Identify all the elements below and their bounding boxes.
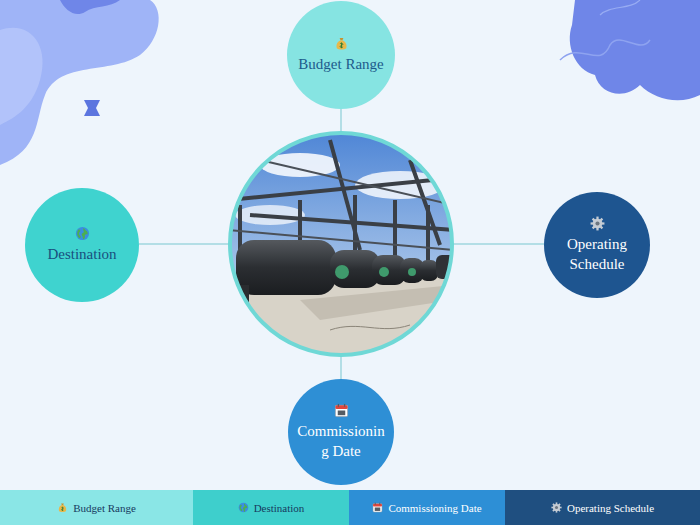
topic-label: Operating Schedule: [557, 234, 637, 274]
icon-symbol: [372, 502, 383, 513]
legend-label: Budget Range: [73, 502, 136, 514]
photo-frame: [230, 133, 452, 355]
topic-label: Budget Range: [297, 54, 385, 74]
topic-circle: Destination: [25, 188, 139, 302]
topic-circle: Operating Schedule: [544, 192, 650, 298]
decor-blob: [0, 0, 159, 165]
icon-symbol: [551, 502, 562, 513]
decor-star: [84, 100, 100, 116]
topic-circle: Budget Range: [287, 1, 395, 109]
legend-label: Destination: [254, 502, 305, 514]
topic-label: Destination: [34, 244, 130, 264]
legend-bar: Budget Range Destination Commissioning Dat…: [0, 490, 700, 525]
icon-symbol: [57, 502, 68, 513]
legend-swatch: Commissioning Date: [349, 490, 505, 525]
circle-shape: [287, 1, 395, 109]
circle-shape: [25, 188, 139, 302]
decor-blob: [560, 0, 700, 100]
legend-label: Commissioning Date: [388, 502, 481, 514]
legend-swatch: Budget Range: [0, 490, 193, 525]
topic-label: Commissioning Date: [296, 421, 386, 461]
topic-circle: Commissioning Date: [288, 379, 394, 485]
legend-swatch: Operating Schedule: [505, 490, 700, 525]
icon-symbol: [75, 226, 90, 241]
icon-symbol: [334, 36, 349, 51]
icon-symbol: [238, 502, 249, 513]
legend-label: Operating Schedule: [567, 502, 654, 514]
legend-swatch: Destination: [193, 490, 349, 525]
spoke-line: [139, 109, 544, 379]
icon-symbol: [334, 403, 349, 418]
plant-photo: [229, 132, 456, 356]
icon-symbol: [590, 216, 605, 231]
